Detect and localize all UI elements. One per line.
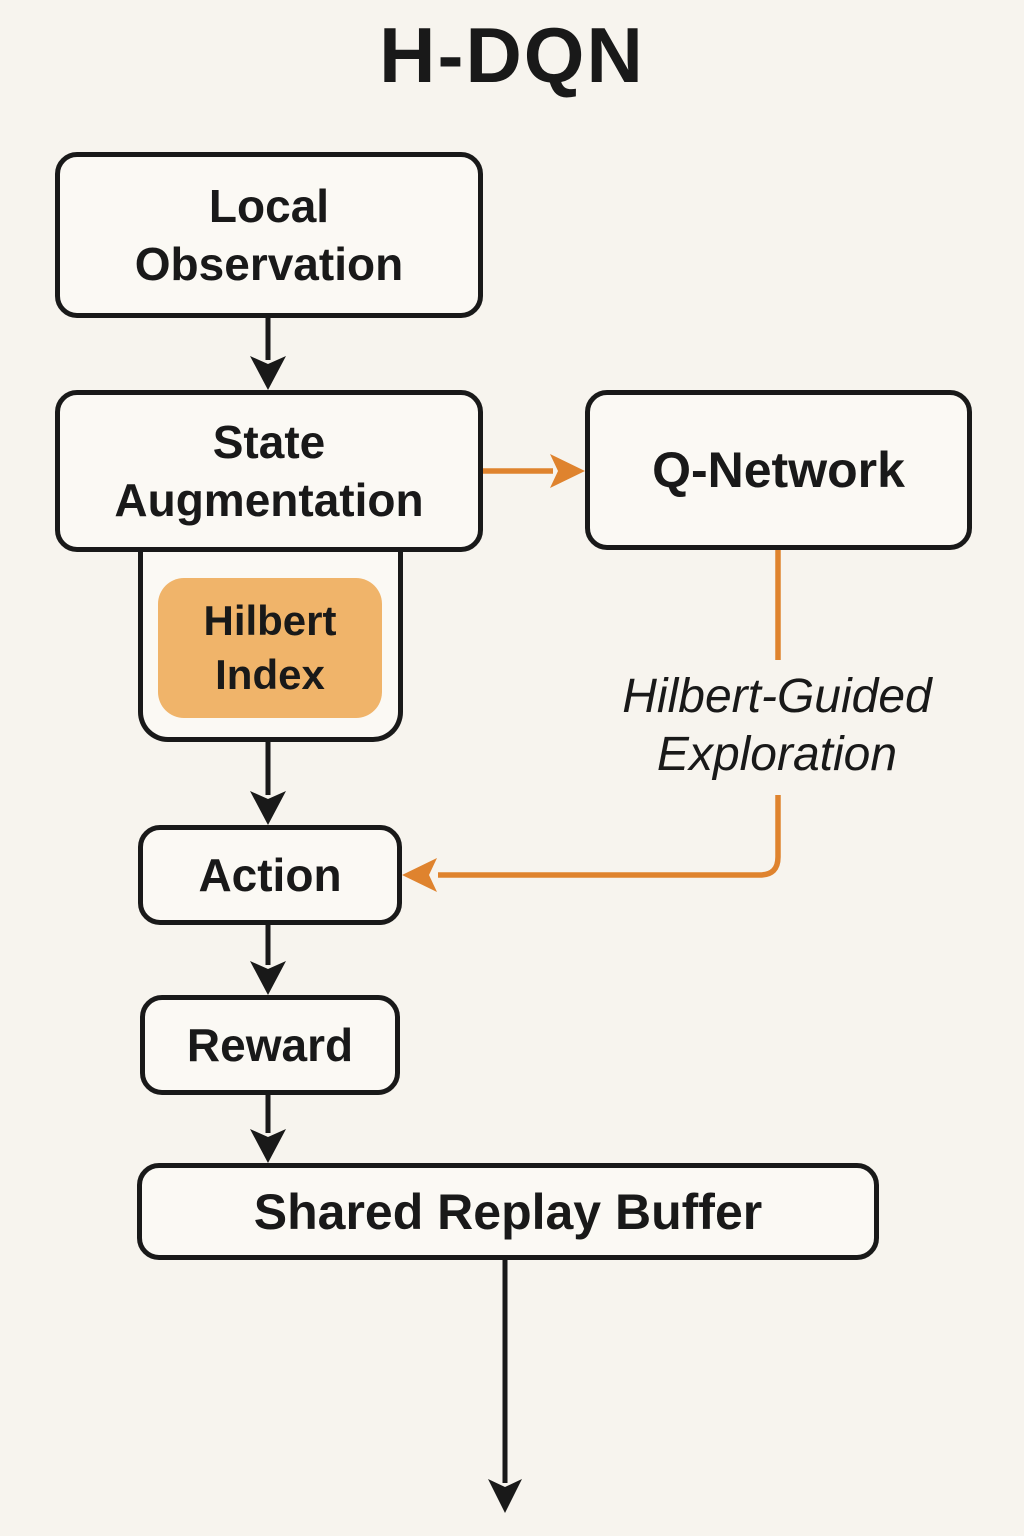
node-hilbert-index: Hilbert Index <box>158 578 382 718</box>
node-state-augmentation-line1: State <box>212 416 326 468</box>
arrow-qnetwork-to-action <box>402 550 781 892</box>
annotation-hilbert-guided-exploration: Hilbert-Guided Exploration <box>557 668 997 784</box>
node-action: Action <box>138 825 402 925</box>
node-state-augmentation: State Augmentation <box>55 390 483 552</box>
arrow-action-to-reward <box>250 925 286 995</box>
node-q-network-label: Q-Network <box>652 442 905 498</box>
node-action-label: Action <box>198 849 342 901</box>
node-local-observation-line1: Local <box>208 180 330 232</box>
node-shared-replay-buffer-label: Shared Replay Buffer <box>253 1183 763 1240</box>
node-reward: Reward <box>140 995 400 1095</box>
annotation-line2: Exploration <box>656 728 898 781</box>
node-hilbert-index-line2: Index <box>215 651 325 698</box>
node-shared-replay-buffer: Shared Replay Buffer <box>137 1163 879 1260</box>
arrow-state-to-qnetwork <box>483 454 585 488</box>
annotation-line1: Hilbert-Guided <box>622 670 932 723</box>
node-hilbert-index-line1: Hilbert <box>203 597 337 644</box>
node-state-augmentation-line2: Augmentation <box>114 474 424 526</box>
arrow-reward-to-buffer <box>250 1095 286 1163</box>
diagram-title: H-DQN <box>379 11 645 99</box>
node-reward-label: Reward <box>186 1019 354 1071</box>
node-local-observation: Local Observation <box>55 152 483 318</box>
node-q-network: Q-Network <box>585 390 972 550</box>
node-local-observation-line2: Observation <box>134 238 404 290</box>
arrow-buffer-downstream <box>488 1260 522 1513</box>
arrow-local-to-state <box>250 318 286 390</box>
arrow-hilbert-to-action <box>250 742 286 825</box>
